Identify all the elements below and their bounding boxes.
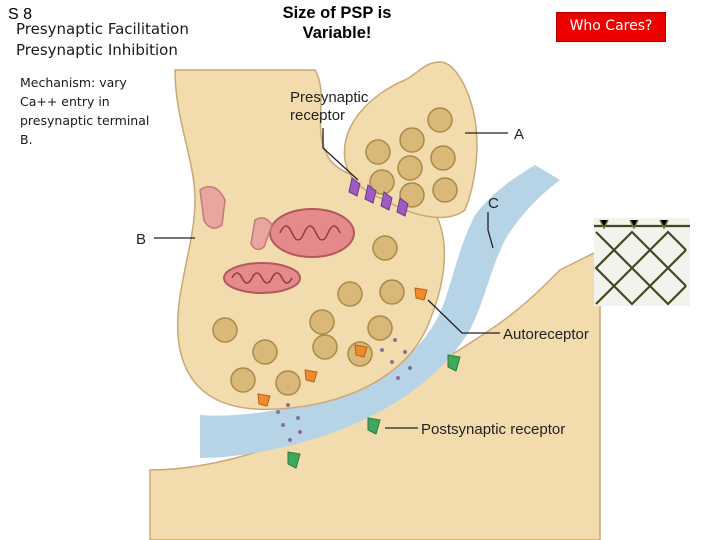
label-c: C: [488, 195, 499, 212]
label-autoreceptor: Autoreceptor: [503, 326, 589, 343]
label-b: B: [136, 231, 146, 248]
chain-link-fence-image: [594, 218, 690, 306]
label-a: A: [514, 126, 524, 143]
label-postsynaptic-receptor: Postsynaptic receptor: [421, 421, 565, 438]
label-presynaptic-receptor-line1: Presynaptic: [290, 89, 369, 106]
label-presynaptic-receptor-line2: receptor: [290, 107, 345, 124]
